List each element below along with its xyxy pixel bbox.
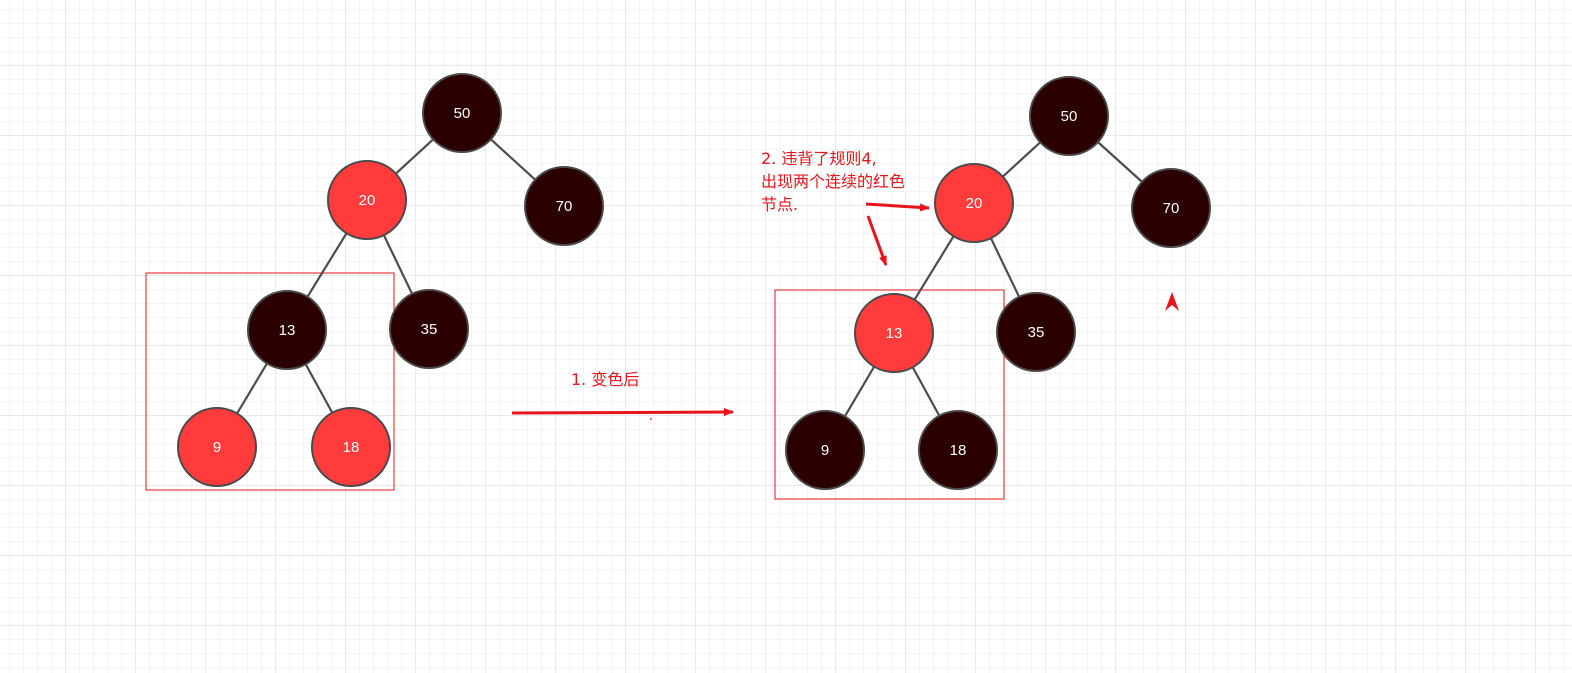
transition-arrow [511, 408, 734, 417]
node-label-13: 13 [886, 325, 903, 342]
edge-13-9 [236, 362, 268, 415]
edge-13-18 [911, 366, 941, 417]
tree-node-18: 18 [918, 410, 998, 490]
edge-20-35 [382, 234, 414, 295]
node-label-9: 9 [213, 439, 221, 456]
tree-node-50: 50 [1029, 76, 1109, 156]
tree-node-20: 20 [934, 163, 1014, 243]
edge-20-13 [913, 235, 955, 301]
node-label-20: 20 [966, 195, 983, 212]
node-circle-18 [918, 410, 998, 490]
node-label-70: 70 [556, 198, 573, 215]
edge-50-70 [1097, 141, 1143, 183]
step2-note-line-2: 出现两个连续的红色 [761, 172, 905, 191]
tree-node-9: 9 [785, 410, 865, 490]
tree-node-13: 13 [247, 290, 327, 370]
edge-20-13 [306, 232, 348, 298]
cursor-mark-icon [1165, 292, 1179, 311]
node-circle-13 [247, 290, 327, 370]
edge-50-20 [1002, 141, 1041, 178]
node-circle-70 [1131, 168, 1211, 248]
node-circle-50 [1029, 76, 1109, 156]
step2-note: 2. 违背了规则4, 出现两个连续的红色 节点. [761, 149, 910, 214]
node-circle-20 [934, 163, 1014, 243]
highlight-box-after [774, 289, 1005, 500]
tree-node-20: 20 [327, 160, 407, 240]
tree-before-recolor: 50 20 70 13 35 9 18 [177, 73, 604, 487]
step1-label: 1. 变色后 [571, 370, 639, 389]
edge-13-9 [843, 366, 876, 417]
node-circle-50 [422, 73, 502, 153]
node-label-18: 18 [950, 442, 967, 459]
node-label-18: 18 [343, 439, 360, 456]
tree-node-50: 50 [422, 73, 502, 153]
node-circle-35 [389, 289, 469, 369]
edge-13-18 [304, 363, 334, 414]
stray-dot [650, 418, 652, 420]
node-circle-13 [854, 293, 934, 373]
node-label-20: 20 [359, 192, 376, 209]
edge-20-35 [989, 237, 1021, 298]
edge-50-70 [490, 138, 536, 181]
edge-50-20 [395, 138, 434, 175]
node-label-35: 35 [421, 321, 438, 338]
arrow-to-node-20 [865, 202, 930, 212]
tree-node-13: 13 [854, 293, 934, 373]
step2-note-line-3: 节点. [761, 195, 798, 214]
tree-node-35: 35 [996, 292, 1076, 372]
arrow-to-node-13 [866, 215, 888, 266]
node-label-35: 35 [1028, 324, 1045, 341]
node-label-50: 50 [454, 105, 471, 122]
node-circle-18 [311, 407, 391, 487]
node-label-70: 70 [1163, 200, 1180, 217]
tree-node-70: 70 [524, 166, 604, 246]
node-label-9: 9 [821, 442, 829, 459]
node-circle-9 [177, 407, 257, 487]
highlight-box-before [145, 272, 395, 491]
node-circle-20 [327, 160, 407, 240]
tree-after-recolor: 50 20 70 13 35 9 18 [785, 76, 1211, 490]
node-circle-9 [785, 410, 865, 490]
node-label-13: 13 [279, 322, 296, 339]
node-circle-35 [996, 292, 1076, 372]
tree-node-35: 35 [389, 289, 469, 369]
tree-node-9: 9 [177, 407, 257, 487]
tree-node-18: 18 [311, 407, 391, 487]
step2-note-line-1: 2. 违背了规则4, [761, 149, 877, 168]
node-circle-70 [524, 166, 604, 246]
tree-node-70: 70 [1131, 168, 1211, 248]
node-label-50: 50 [1061, 108, 1078, 125]
